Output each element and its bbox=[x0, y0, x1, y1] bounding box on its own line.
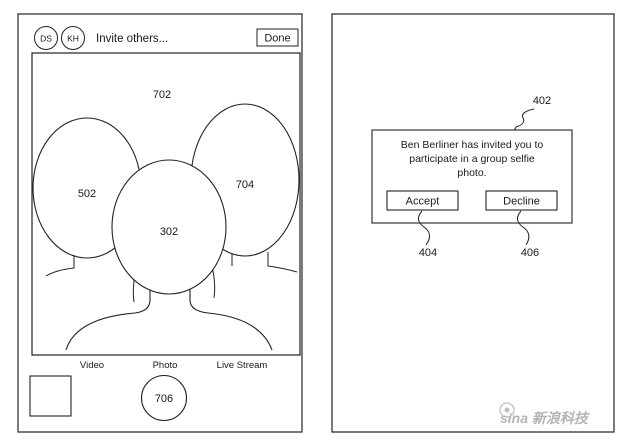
viewfinder: 702 502 704 302 bbox=[31, 52, 301, 356]
person-right-ref-704: 704 bbox=[236, 179, 254, 191]
shutter-ref-706: 706 bbox=[155, 393, 173, 405]
mode-selector: Video Photo Live Stream bbox=[80, 360, 267, 371]
person-center-head bbox=[111, 159, 227, 295]
accept-button[interactable]: Accept bbox=[386, 190, 459, 211]
top-bar: DS KH Invite others... Done bbox=[34, 26, 299, 50]
mode-video[interactable]: Video bbox=[80, 360, 104, 371]
invite-message-line-1: Ben Berliner has invited you to bbox=[401, 139, 544, 151]
person-center-body bbox=[65, 282, 273, 351]
decline-button[interactable]: Decline bbox=[485, 190, 558, 211]
avatar-kh-label: KH bbox=[67, 34, 79, 44]
shutter-button[interactable]: 706 bbox=[140, 374, 188, 422]
watermark-text: sina 新浪科技 bbox=[500, 410, 590, 426]
mode-photo[interactable]: Photo bbox=[153, 360, 178, 371]
invite-others-link[interactable]: Invite others... bbox=[96, 33, 168, 45]
invite-message-line-2: participate in a group selfie bbox=[409, 153, 535, 165]
watermark: sina 新浪科技 bbox=[499, 402, 590, 426]
person-left-ref-502: 502 bbox=[78, 188, 96, 200]
gallery-thumbnail[interactable] bbox=[29, 375, 72, 417]
dialog-leader-line bbox=[513, 108, 535, 132]
accept-button-label: Accept bbox=[406, 196, 440, 208]
viewfinder-ref-702: 702 bbox=[153, 89, 171, 101]
watermark-eye-pupil bbox=[504, 407, 510, 413]
avatar-kh[interactable]: KH bbox=[61, 26, 85, 50]
done-button-label: Done bbox=[264, 33, 290, 45]
invite-dialog: Ben Berliner has invited you to particip… bbox=[371, 129, 573, 224]
person-center: 302 bbox=[65, 159, 273, 351]
decline-button-label: Decline bbox=[503, 196, 540, 208]
accept-leader-line bbox=[418, 210, 430, 246]
person-left-shoulder bbox=[45, 255, 75, 277]
invite-message-line-3: photo. bbox=[457, 167, 486, 179]
person-right-shoulder bbox=[267, 252, 298, 273]
mode-live-stream[interactable]: Live Stream bbox=[217, 360, 268, 371]
watermark-eye-icon bbox=[499, 402, 515, 418]
dialog-ref-402: 402 bbox=[533, 95, 551, 107]
decline-leader-line bbox=[517, 210, 530, 246]
avatar-ds[interactable]: DS bbox=[34, 26, 58, 50]
decline-ref-406: 406 bbox=[521, 247, 539, 259]
accept-ref-404: 404 bbox=[419, 247, 437, 259]
person-center-ref-302: 302 bbox=[160, 226, 178, 238]
done-button[interactable]: Done bbox=[256, 28, 299, 47]
avatar-ds-label: DS bbox=[40, 34, 52, 44]
